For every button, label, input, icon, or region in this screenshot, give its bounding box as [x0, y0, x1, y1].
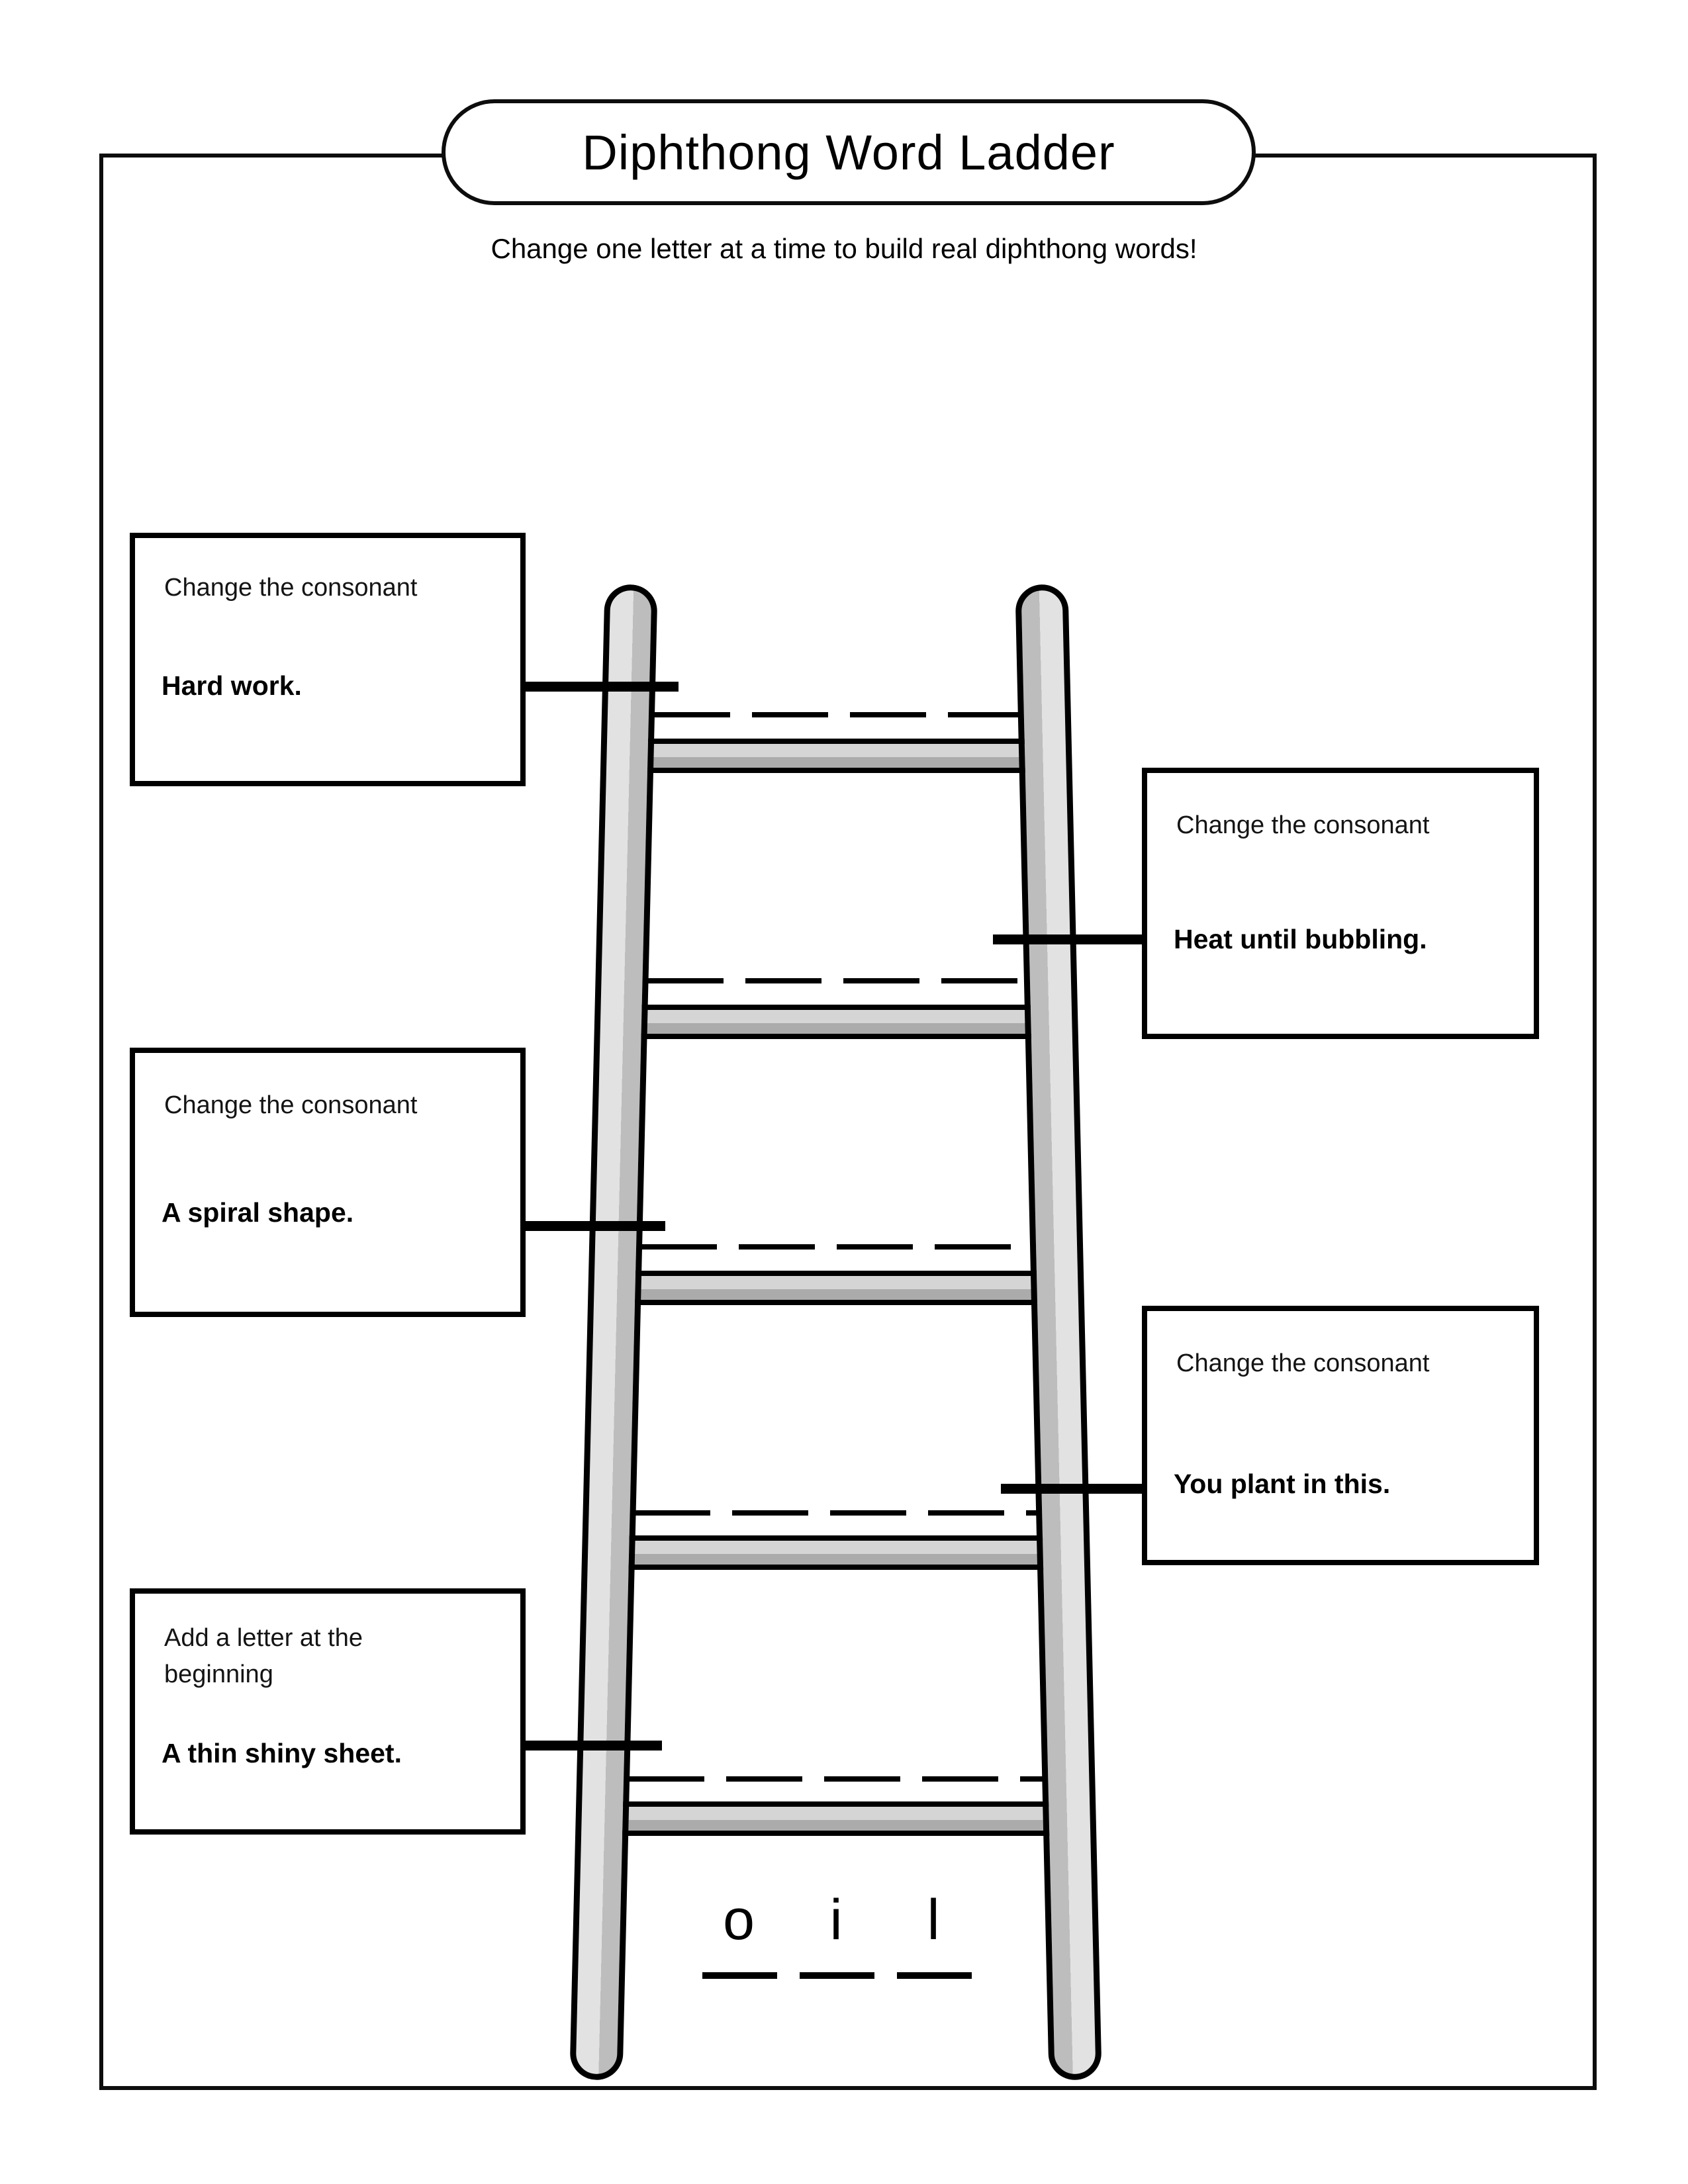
answer-line-5[interactable]: [628, 1776, 1044, 1782]
page-title: Diphthong Word Ladder: [582, 124, 1115, 180]
clue-hint: Heat until bubbling.: [1174, 924, 1427, 954]
ladder-rung-4: [606, 1535, 1069, 1570]
connector-line: [523, 682, 679, 692]
answer-line-2[interactable]: [647, 978, 1025, 983]
clue-box-soil: Change the consonant You plant in this.: [1142, 1306, 1539, 1565]
clue-instruction: Change the consonant: [1176, 1349, 1430, 1377]
start-letter: o: [723, 1888, 755, 1952]
answer-line-4[interactable]: [634, 1510, 1038, 1516]
letter-blank: [897, 1972, 972, 1979]
connector-line: [523, 1221, 665, 1231]
answer-line-1[interactable]: [654, 712, 1019, 717]
page-subtitle: Change one letter at a time to build rea…: [491, 233, 1197, 264]
clue-instruction: Change the consonant: [164, 574, 418, 602]
ladder-rung-2: [619, 1005, 1056, 1039]
clue-box-toil: Change the consonant Hard work.: [130, 533, 526, 786]
clue-hint: A spiral shape.: [162, 1197, 354, 1228]
clue-hint: A thin shiny sheet.: [162, 1738, 402, 1768]
start-letter: i: [829, 1888, 843, 1952]
clue-box-boil: Change the consonant Heat until bubbling…: [1142, 768, 1539, 1039]
connector-line: [523, 1741, 662, 1751]
clue-box-coil: Change the consonant A spiral shape.: [130, 1048, 526, 1317]
ladder-rung-3: [612, 1271, 1062, 1305]
clue-box-foil: Add a letter at the beginning A thin shi…: [130, 1588, 526, 1835]
clue-instruction: Add a letter at the beginning: [164, 1624, 363, 1689]
clue-hint: You plant in this.: [1174, 1469, 1391, 1499]
clue-hint: Hard work.: [162, 670, 302, 701]
clue-instruction: Change the consonant: [164, 1091, 418, 1119]
ladder-rung-1: [626, 739, 1049, 773]
connector-line: [993, 934, 1147, 944]
clue-instruction: Change the consonant: [1176, 811, 1430, 839]
letter-blank: [702, 1972, 777, 1979]
ladder-rung-5: [599, 1801, 1074, 1836]
connector-line: [1001, 1484, 1147, 1494]
title-pill: Diphthong Word Ladder: [442, 99, 1256, 205]
letter-blank: [800, 1972, 874, 1979]
start-letter: l: [927, 1888, 940, 1952]
answer-line-3[interactable]: [641, 1244, 1031, 1250]
